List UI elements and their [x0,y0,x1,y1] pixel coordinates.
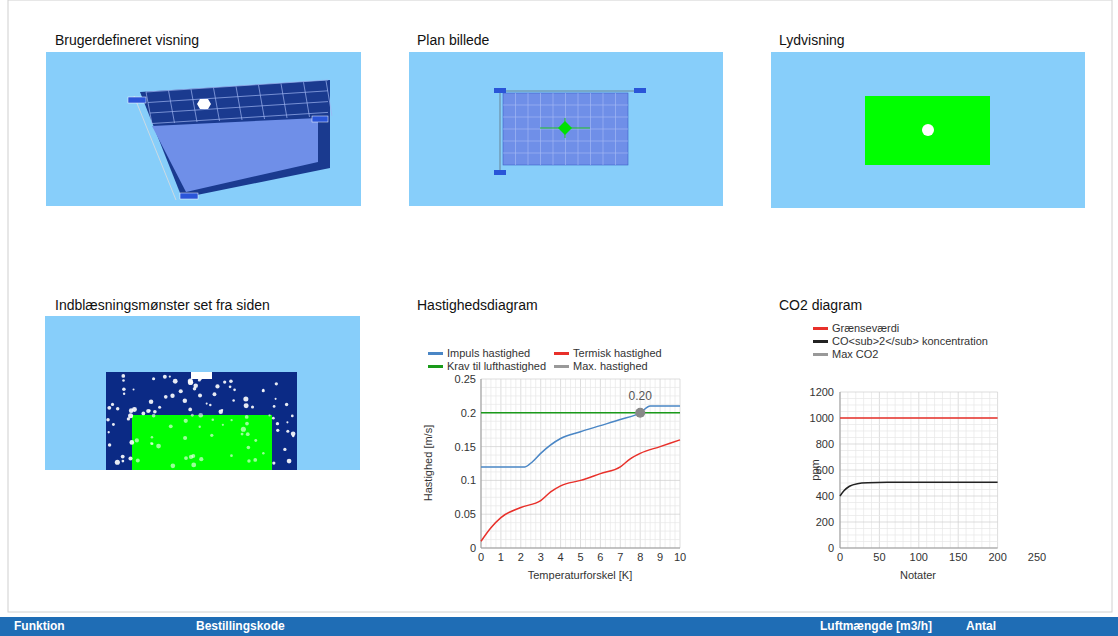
tick-label: 1 [498,551,504,564]
tick-label: 5 [577,551,583,564]
tick-label: 1200 [810,386,834,399]
legend-text: Max CO2 [832,348,878,360]
column-header: Antal [966,620,996,634]
velocity-chart [481,379,680,548]
tick-label: 1000 [810,412,834,425]
legend-item: Max. hastighed [554,360,662,372]
tick-label: 0 [837,551,843,564]
tick-label: 8 [637,551,643,564]
tick-label: 6 [597,551,603,564]
tick-label: 4 [558,551,564,564]
legend-item: CO<sub>2</sub> koncentration [813,335,988,347]
legend-text: Krav til lufthastighed [447,360,546,372]
tick-label: 3 [538,551,544,564]
legend-line [428,352,443,355]
tick-label: 200 [988,551,1006,564]
chart-legend: Impuls hastighed Termisk hastighedKrav ti… [428,347,662,372]
tick-label: 0.15 [455,440,476,453]
tick-label: 250 [1028,551,1046,564]
air-particles [106,374,295,468]
tick-label: 0 [478,551,484,564]
dimension-tag [494,170,506,175]
tick-label: 400 [816,490,834,503]
tick-label: 0 [470,542,476,555]
tick-label: 2 [518,551,524,564]
panel-title: Hastighedsdiagram [417,297,538,313]
panel-title: Brugerdefineret visning [55,32,199,48]
tick-label: 7 [617,551,623,564]
tick-label: 0.1 [461,474,476,487]
room-floor [152,118,318,192]
tick-label: 0 [828,542,834,555]
diffuser [558,121,572,135]
dimension-tag [494,88,506,93]
column-header: Bestillingskode [196,620,285,634]
room-section [106,372,297,470]
sound-zone [865,96,990,165]
panel-title: Lydvisning [779,32,845,48]
room-walls [140,80,330,198]
tick-label: 200 [816,516,834,529]
legend-line [813,327,828,330]
tick-label: 100 [910,551,928,564]
tick-label: 0.05 [455,508,476,521]
tick-label: 0.25 [455,373,476,386]
panel-title: CO2 diagram [779,297,862,313]
legend-line [813,353,828,356]
panel-title: Indblæsningsmønster set fra siden [55,297,270,313]
view-ground [46,52,361,206]
legend-item: Krav til lufthastighed [428,360,546,372]
axis-title: ppm [809,459,822,480]
axis-title: Notater [900,569,936,582]
legend-item: Impuls hastighed [428,347,546,359]
legend-item: Termisk hastighed [554,347,662,359]
dimension-tag [634,88,646,93]
view-ground [45,316,360,470]
panel-title: Plan billede [417,32,489,48]
legend-text: Termisk hastighed [573,347,662,359]
dimension-tag [180,193,198,199]
ceiling-grid [146,80,332,124]
tick-label: 150 [949,551,967,564]
column-header: Luftmængde [m3/h] [820,620,932,634]
table-header-bar [0,617,1118,636]
legend-line [428,365,443,368]
tick-label: 10 [674,551,686,564]
diffuser [197,99,211,109]
legend-line [554,352,569,355]
axis-title: Hastighed [m/s] [422,425,435,501]
legend-item: Max CO2 [813,348,988,360]
view-ground [771,52,1085,208]
dimension-tag [128,97,146,103]
legend-text: Max. hastighed [573,360,648,372]
column-header: Funktion [14,620,65,634]
legend-text: Impuls hastighed [447,347,530,359]
diffuser [922,124,934,136]
tick-label: 50 [873,551,885,564]
legend-text: Grænseværdi [832,322,899,334]
dimension-line [500,91,501,170]
value-callout: 0.20 [629,390,652,404]
legend-text: CO<sub>2</sub> koncentration [832,335,988,347]
chart-legend: GrænseværdiCO<sub>2</sub> koncentrationM… [813,322,988,360]
view-ground [409,52,723,206]
dimension-line [500,91,640,92]
frame [8,0,1112,612]
co2-chart [840,392,998,548]
legend-line [554,365,569,368]
axis-title: Temperaturforskel [K] [528,569,633,582]
dimension-tag [312,116,328,122]
diffuser [191,372,212,379]
plan-room [503,93,628,165]
legend-line [813,340,828,343]
tick-label: 0.2 [461,406,476,419]
dimension-line [134,96,176,200]
legend-item: Grænseværdi [813,322,988,334]
occupied-zone [132,415,272,470]
tick-label: 800 [816,438,834,451]
plan-grid [503,93,628,165]
tick-label: 9 [657,551,663,564]
